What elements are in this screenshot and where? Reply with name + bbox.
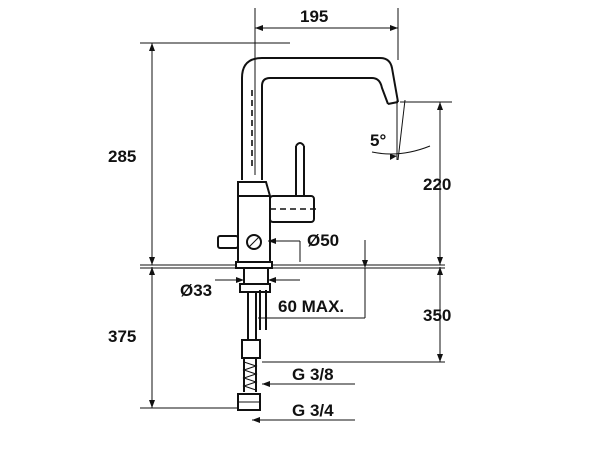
faucet-body	[217, 57, 399, 269]
dimension-lines	[140, 8, 452, 423]
dim-spout-height: 220	[423, 175, 451, 194]
dim-hole-diameter: Ø33	[180, 281, 212, 300]
dim-connection-length: 350	[423, 306, 451, 325]
dim-body-diameter: Ø50	[307, 231, 339, 250]
dim-total-height: 285	[108, 147, 136, 166]
dimension-labels: 195 285 220 5° Ø50 Ø33 60 MAX. 350 375 G…	[108, 7, 451, 420]
dim-width-top: 195	[300, 7, 328, 26]
dim-lower-length: 375	[108, 327, 136, 346]
dim-thread-small: G 3/8	[292, 365, 334, 384]
dim-deck-thickness: 60 MAX.	[278, 297, 344, 316]
under-deck-fittings	[237, 267, 271, 411]
dim-thread-large: G 3/4	[292, 401, 334, 420]
dim-spout-angle: 5°	[370, 131, 386, 150]
